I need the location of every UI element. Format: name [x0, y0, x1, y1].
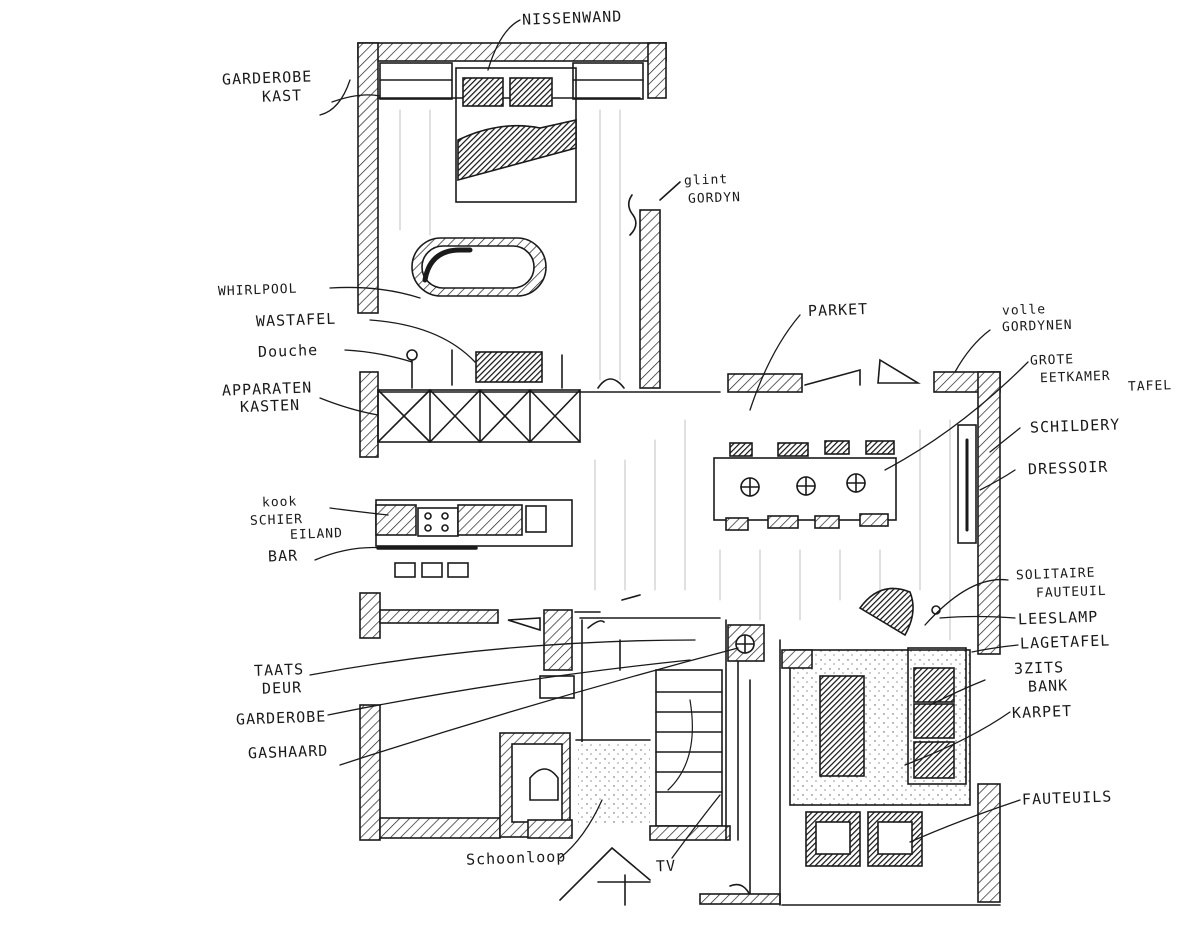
entry-walls: [359, 592, 573, 841]
label-parket: PARKET: [807, 299, 869, 321]
toilet: [529, 768, 559, 801]
label-dressoir: DRESSOIR: [1027, 457, 1109, 479]
kitchen-island: [375, 499, 573, 550]
label-apparaten-kast-2: KASTEN: [239, 395, 301, 417]
label-wastafel: WASTAFEL: [255, 309, 337, 331]
label-solitaire-fauteuil-2: FAUTEUIL: [1035, 583, 1107, 602]
whirlpool-tub: [411, 237, 547, 297]
label-lage-tafel: LAGETAFEL: [1019, 631, 1111, 653]
living-walls: [597, 358, 1001, 903]
label-grote-eettafel-1: GROTE: [1029, 352, 1075, 369]
label-garderobe: GARDEROBE: [235, 707, 327, 729]
dresser: [957, 424, 977, 544]
label-douche: Douche: [257, 340, 319, 362]
bar-stools: [394, 562, 469, 578]
bedroom-walls: [357, 42, 667, 458]
bed: [455, 67, 577, 203]
label-driezits-bank-2: BANK: [1027, 676, 1069, 696]
three-seat-sofa: [907, 647, 967, 785]
label-volle-gordynen-2: GORDYNEN: [1001, 317, 1073, 336]
label-gordyn-1: glint: [683, 172, 729, 189]
label-kook-eiland-1: kook: [261, 494, 298, 511]
label-fauteuils: FAUTEUILS: [1021, 787, 1113, 809]
appliance-cabinets: [377, 389, 581, 443]
hall-partitions: [579, 617, 751, 901]
label-tv: TV: [655, 856, 677, 876]
label-kook-eiland-3: EILAND: [289, 526, 344, 543]
fauteuils: [805, 811, 923, 867]
pivot-door: [574, 594, 641, 629]
gas-fireplace: [727, 624, 765, 662]
label-schoonloop: Schoonloop: [465, 847, 567, 869]
label-driezits-bank-1: 3ZITS: [1013, 658, 1065, 678]
label-whirlpool: WHIRLPOOL: [217, 281, 298, 300]
label-grote-eettafel-3: TAFEL: [1127, 378, 1173, 395]
wardrobe-cabinets: [379, 62, 644, 100]
label-taats-deur-2: DEUR: [261, 678, 303, 698]
solitaire-armchair: [858, 587, 941, 637]
label-schildery: SCHILDERY: [1029, 415, 1121, 437]
label-leeslamp: LEESLAMP: [1017, 607, 1099, 629]
label-grote-eettafel-2: EETKAMER: [1039, 368, 1111, 387]
leader-lines: [309, 19, 1029, 859]
dining-table: [713, 440, 897, 531]
stairs: [649, 669, 731, 841]
label-nissenwand: NISSENWAND: [521, 7, 623, 29]
label-garderobe-kast-2: KAST: [261, 86, 303, 106]
front-door: [559, 846, 781, 906]
shower-and-sink: [406, 349, 563, 389]
label-taats-deur-1: TAATS: [253, 660, 305, 680]
grid-floor-texture: [399, 109, 951, 641]
doormat: [578, 742, 650, 824]
label-bar: BAR: [267, 546, 299, 566]
sliding-curtain: [627, 181, 681, 236]
label-gashaard: GASHAARD: [247, 741, 329, 763]
label-karpet: KARPET: [1011, 701, 1073, 723]
pendant-lamps-icon: [740, 473, 866, 497]
label-gordyn-2: GORDYN: [687, 190, 742, 207]
coffee-table: [819, 675, 865, 777]
label-solitaire-fauteuil-1: SOLITAIRE: [1015, 565, 1096, 584]
